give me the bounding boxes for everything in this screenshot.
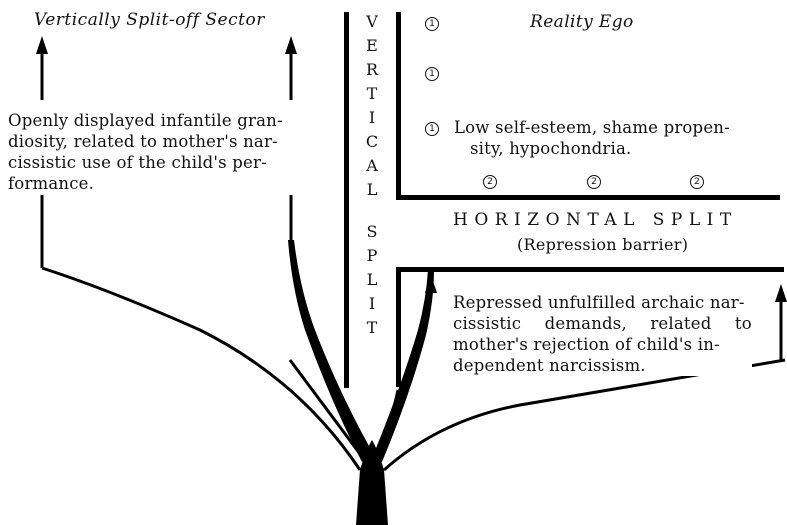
vertical-split-wall	[344, 12, 349, 388]
arrowhead-right-2	[775, 284, 787, 302]
reality-ego-marker-2: 1	[425, 122, 439, 136]
branch-mid-right	[378, 389, 400, 463]
vertical-letter: L	[366, 270, 378, 289]
left-sector-title: Vertically Split-off Sector	[34, 10, 265, 30]
repressed-text-line: cissistic demands, related to	[453, 314, 752, 333]
horizontal-marker-2: 2	[587, 175, 601, 189]
vertical-letter: I	[368, 294, 376, 313]
horizontal-split-upper-line	[396, 195, 780, 200]
reality-ego-marker-1: 1	[425, 67, 439, 81]
vertical-letter: S	[366, 222, 378, 241]
reality-ego-text-line: sity, hypochondria.	[470, 139, 632, 158]
repressed-text-line: mother's rejection of child's in-	[453, 335, 720, 354]
vertical-letter: P	[366, 246, 378, 265]
reality-ego-title: Reality Ego	[530, 12, 634, 32]
left-text-line: diosity, related to mother's nar-	[8, 132, 278, 151]
vertical-letter: L	[366, 180, 378, 199]
reality-ego-text-line: Low self-esteem, shame propen-	[454, 118, 730, 137]
left-text-line: Openly displayed infantile gran-	[8, 111, 283, 130]
repressed-left-wall	[396, 267, 401, 387]
branch-far-right	[383, 358, 786, 472]
reality-ego-text: Low self-esteem, shame propen- sity, hyp…	[454, 117, 730, 159]
vertical-letter: T	[366, 84, 378, 103]
left-sector-text: Openly displayed infantile gran- diosity…	[8, 110, 283, 194]
vertical-letter: I	[368, 108, 376, 127]
horizontal-split-lower-line	[396, 267, 784, 272]
left-text-line: formance.	[8, 174, 95, 193]
vertical-letter: A	[366, 156, 378, 175]
vertical-letter: T	[366, 318, 378, 337]
branch-mid-left	[288, 359, 368, 463]
reality-ego-left-wall	[396, 12, 401, 200]
repressed-text: Repressed unfulfilled archaic nar- cissi…	[453, 292, 752, 376]
arrowhead-left-1	[36, 36, 48, 54]
horizontal-split-label: HORIZONTAL SPLIT	[453, 210, 738, 230]
vertical-letter: R	[365, 60, 379, 79]
reality-ego-marker: 1	[425, 17, 439, 31]
vertical-letter: E	[366, 36, 378, 55]
repressed-text-line: Repressed unfulfilled archaic nar-	[453, 293, 745, 312]
vertical-letter: V	[366, 12, 378, 31]
horizontal-marker-1: 2	[483, 175, 497, 189]
arrowhead-left-2	[285, 36, 297, 54]
vertical-letter: C	[365, 132, 379, 151]
arrowhead-right-1	[425, 275, 437, 293]
horizontal-marker-3: 2	[690, 175, 704, 189]
repressed-text-line: dependent narcissism.	[453, 356, 646, 375]
branch-center-left	[288, 240, 374, 462]
horizontal-split-sublabel: (Repression barrier)	[517, 235, 689, 254]
left-text-line: cissistic use of the child's per-	[8, 153, 267, 172]
branch-far-left	[41, 266, 362, 471]
